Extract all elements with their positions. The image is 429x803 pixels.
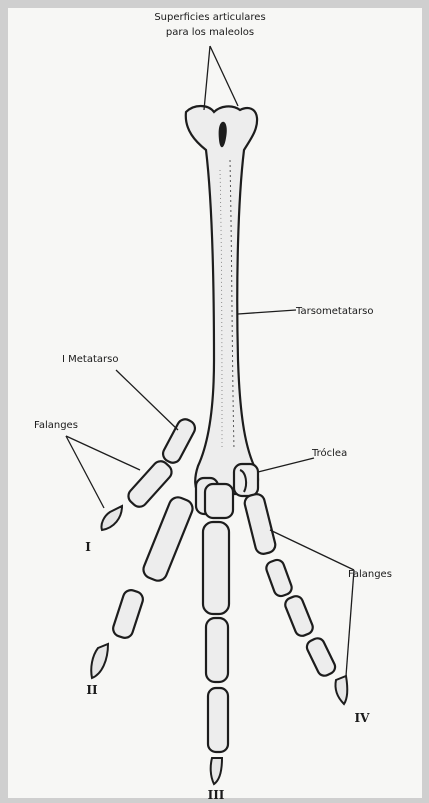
label-superficies-line1: Superficies articulares (154, 12, 265, 23)
digit-label-I: I (85, 540, 91, 554)
label-superficies-line2: para los maleolos (166, 27, 254, 38)
label-metatarso: I Metatarso (62, 354, 118, 365)
digit-label-III: III (208, 788, 225, 802)
digit-label-IV: IV (355, 711, 371, 725)
label-troclea: Tróclea (311, 447, 347, 459)
digit-label-II: II (86, 683, 98, 697)
label-falanges-right: Falanges (348, 569, 392, 580)
label-tarsometatarso: Tarsometatarso (295, 306, 373, 317)
label-falanges-left: Falanges (34, 420, 78, 431)
